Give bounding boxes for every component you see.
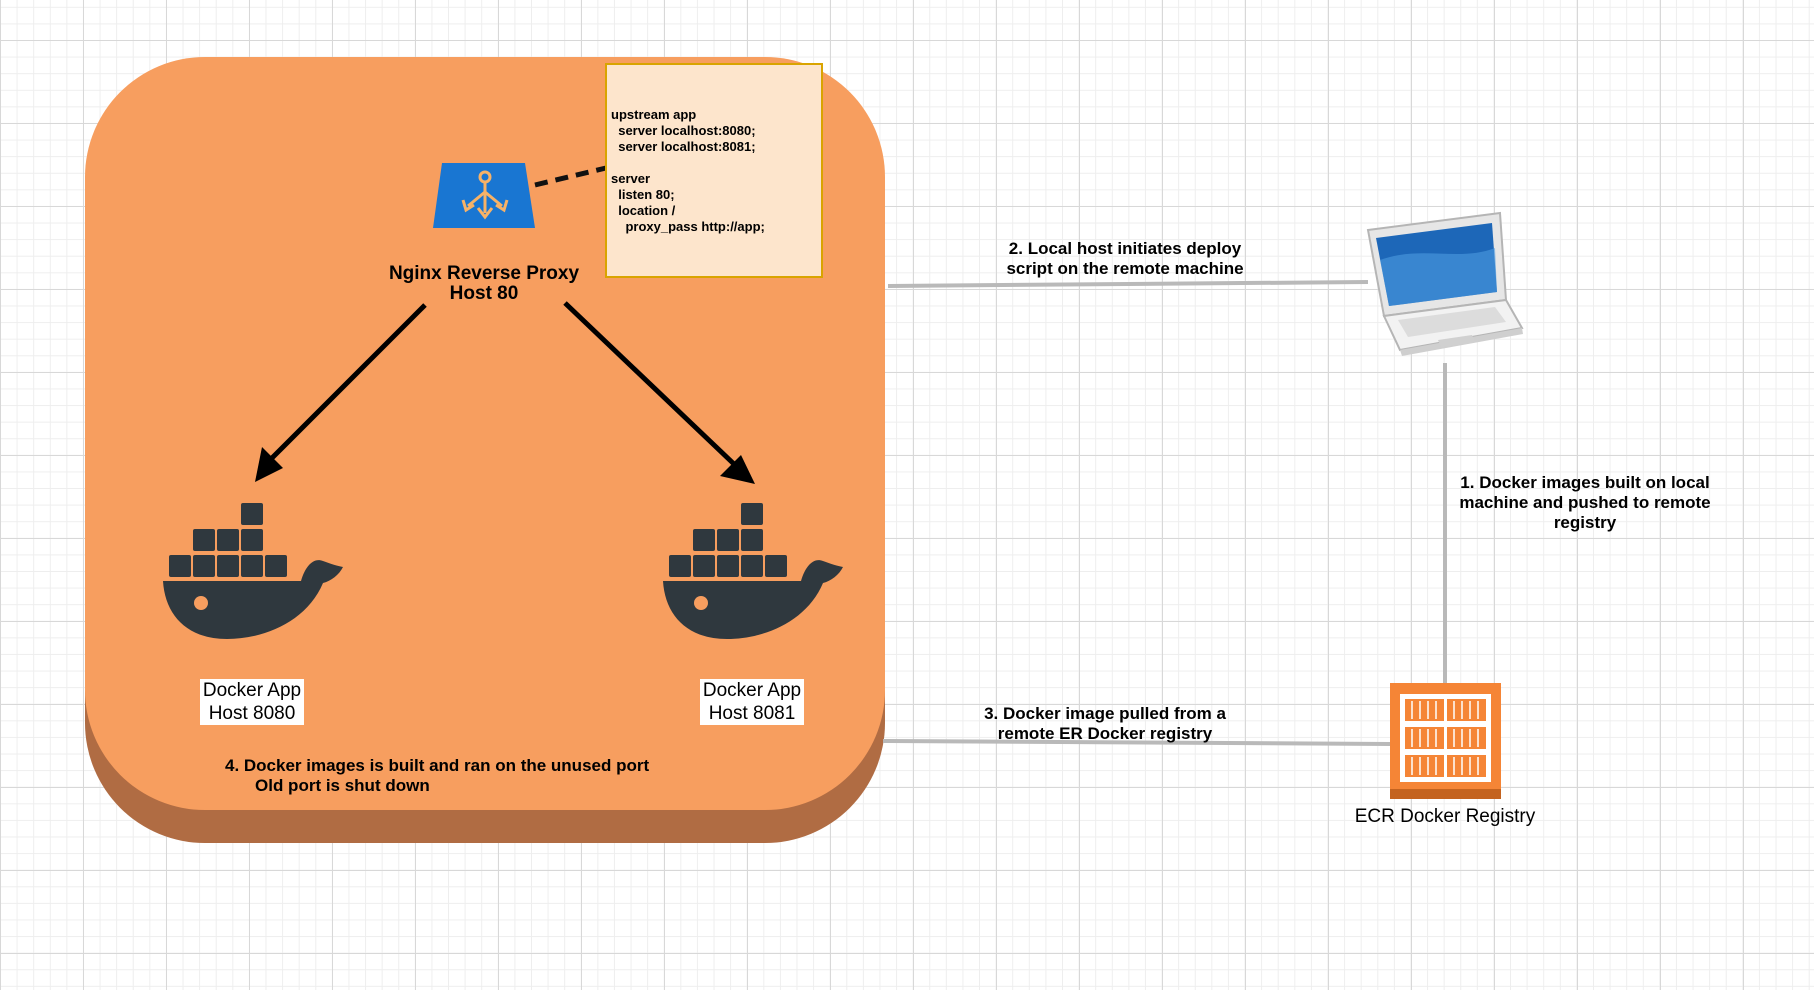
- config-line: server: [611, 171, 651, 186]
- step1-line: 1. Docker images built on local: [1460, 473, 1710, 492]
- laptop-icon[interactable]: [1366, 211, 1524, 356]
- config-line: server localhost:8080;: [611, 123, 756, 138]
- connector-registry-to-server: [882, 739, 1391, 746]
- docker-whale-icon[interactable]: [663, 503, 843, 639]
- config-line: listen 80;: [611, 187, 675, 202]
- step4-line: 4. Docker images is built and ran on the…: [225, 756, 650, 775]
- nginx-label: Nginx Reverse Proxy Host 80: [364, 264, 604, 304]
- step4-line: Old port is shut down: [255, 776, 430, 795]
- load-balancer-icon[interactable]: [433, 163, 535, 228]
- config-line: location /: [611, 203, 676, 218]
- step1-line: machine and pushed to remote: [1459, 493, 1711, 512]
- nginx-label-line2: Host 80: [449, 283, 519, 304]
- step4-label: 4. Docker images is built and ran on the…: [225, 756, 705, 796]
- docker-app-8081-label: Docker App Host 8081: [700, 679, 804, 725]
- ecr-registry-label: ECR Docker Registry: [1354, 806, 1536, 827]
- arrow-to-app-8080: [255, 303, 427, 482]
- nginx-label-line1: Nginx Reverse Proxy: [388, 263, 580, 284]
- step2-line: script on the remote machine: [1006, 259, 1244, 278]
- nginx-config-note[interactable]: upstream app server localhost:8080; serv…: [605, 63, 823, 278]
- step2-label: 2. Local host initiates deploy script on…: [960, 239, 1290, 279]
- config-line: proxy_pass http://app;: [611, 219, 765, 234]
- step2-line: 2. Local host initiates deploy: [1008, 239, 1242, 258]
- docker-whale-icon[interactable]: [163, 503, 343, 639]
- step3-line: remote ER Docker registry: [997, 724, 1213, 743]
- connector-laptop-to-server: [887, 280, 1369, 288]
- step1-label: 1. Docker images built on local machine …: [1440, 473, 1730, 533]
- app-label-line1: Docker App: [702, 680, 802, 701]
- ecr-registry-icon[interactable]: [1390, 683, 1501, 799]
- arrow-to-app-8081: [563, 301, 755, 484]
- step3-label: 3. Docker image pulled from a remote ER …: [945, 704, 1265, 744]
- app-label-line1: Docker App: [202, 680, 302, 701]
- config-line: upstream app: [611, 107, 697, 122]
- note-link: [534, 165, 607, 188]
- step1-line: registry: [1553, 513, 1617, 532]
- app-label-line2: Host 8081: [708, 703, 796, 724]
- step3-line: 3. Docker image pulled from a: [984, 704, 1226, 723]
- config-line: server localhost:8081;: [611, 139, 756, 154]
- app-label-line2: Host 8080: [208, 703, 296, 724]
- docker-app-8080-label: Docker App Host 8080: [200, 679, 304, 725]
